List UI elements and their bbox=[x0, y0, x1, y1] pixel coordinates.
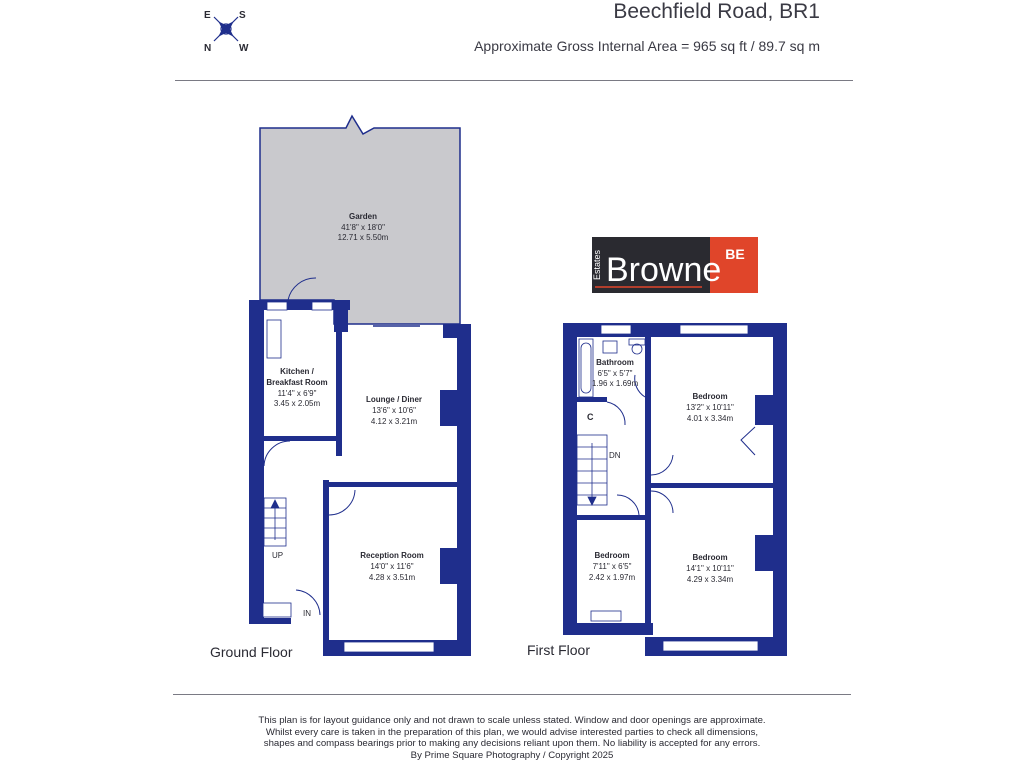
page-title: Beechfield Road, BR1 bbox=[613, 0, 820, 23]
bedroom-front-name: Bedroom bbox=[692, 553, 727, 562]
bathroom-name: Bathroom bbox=[596, 358, 634, 367]
bathroom-imperial: 6'5" x 5'7" bbox=[598, 369, 633, 378]
disclaimer-line: Whilst every care is taken in the prepar… bbox=[265, 726, 759, 738]
garden-name: Garden bbox=[349, 212, 377, 221]
room-bathroom: Bathroom 6'5" x 5'7" 1.96 x 1.69m bbox=[592, 358, 639, 388]
estate-agent-logo: Estates Browne BE bbox=[592, 237, 758, 293]
bedroom-rear-imperial: 13'2" x 10'11" bbox=[686, 403, 734, 412]
header-divider bbox=[175, 80, 853, 81]
ground-stairs-icon bbox=[263, 497, 287, 547]
bedroom-front-imperial: 14'1" x 10'11" bbox=[686, 564, 734, 573]
kitchen-metric: 3.45 x 2.05m bbox=[274, 399, 321, 408]
first-stairs-icon bbox=[576, 434, 608, 506]
bedroom-small-metric: 2.42 x 1.97m bbox=[589, 573, 636, 582]
bedroom-front-metric: 4.29 x 3.34m bbox=[687, 575, 734, 584]
bedroom-small-name: Bedroom bbox=[594, 551, 629, 560]
reception-name: Reception Room bbox=[360, 551, 424, 560]
lounge-name: Lounge / Diner bbox=[366, 395, 422, 404]
room-lounge: Lounge / Diner 13'6" x 10'6" 4.12 x 3.21… bbox=[366, 395, 422, 426]
room-bedroom-front: Bedroom 14'1" x 10'11" 4.29 x 3.34m bbox=[686, 553, 734, 584]
disclaimer-line: shapes and compass bearings prior to mak… bbox=[263, 738, 761, 750]
reception-metric: 4.28 x 3.51m bbox=[369, 573, 416, 582]
entrance-label: IN bbox=[303, 609, 311, 618]
first-floor-label: First Floor bbox=[527, 642, 590, 658]
stairs-up-label: UP bbox=[272, 551, 283, 560]
kitchen-name: Kitchen / bbox=[280, 367, 315, 376]
room-bedroom-small: Bedroom 7'11" x 6'5" 2.42 x 1.97m bbox=[589, 551, 636, 582]
kitchen-name-line2: Breakfast Room bbox=[266, 378, 327, 387]
stairs-down-label: DN bbox=[609, 451, 621, 460]
room-reception: Reception Room 14'0" x 11'6" 4.28 x 3.51… bbox=[360, 551, 424, 582]
disclaimer: This plan is for layout guidance only an… bbox=[170, 715, 854, 761]
logo-badge-text: BE bbox=[725, 246, 744, 262]
bedroom-rear-name: Bedroom bbox=[692, 392, 727, 401]
bedroom-small-imperial: 7'11" x 6'5" bbox=[593, 562, 632, 571]
ground-floor-label: Ground Floor bbox=[210, 644, 293, 660]
lounge-metric: 4.12 x 3.21m bbox=[371, 417, 418, 426]
garden-imperial: 41'8" x 18'0" bbox=[341, 223, 385, 232]
compass-north-label: N bbox=[204, 43, 211, 54]
room-bedroom-rear: Bedroom 13'2" x 10'11" 4.01 x 3.34m bbox=[686, 392, 734, 423]
ground-floor-plan: Garden 41'8" x 18'0" 12.71 x 5.50m Kitch… bbox=[249, 114, 471, 656]
kitchen-imperial: 11'4" x 6'9" bbox=[278, 389, 317, 398]
logo-sub-text: Estates bbox=[592, 249, 602, 280]
room-garden: Garden 41'8" x 18'0" 12.71 x 5.50m bbox=[338, 212, 389, 242]
gross-area-text: Approximate Gross Internal Area = 965 sq… bbox=[474, 38, 820, 54]
cupboard-label: C bbox=[587, 412, 594, 422]
bathroom-metric: 1.96 x 1.69m bbox=[592, 379, 639, 388]
compass-east-label: E bbox=[204, 10, 211, 21]
bedroom-rear-metric: 4.01 x 3.34m bbox=[687, 414, 734, 423]
first-floor-plan: Bathroom 6'5" x 5'7" 1.96 x 1.69m Bedroo… bbox=[563, 323, 787, 656]
disclaimer-line: This plan is for layout guidance only an… bbox=[258, 715, 766, 726]
copyright-line: By Prime Square Photography / Copyright … bbox=[410, 749, 614, 761]
compass-west-label: W bbox=[239, 43, 249, 54]
compass-rose-icon: E S N W bbox=[204, 10, 249, 54]
footer-divider bbox=[173, 694, 851, 695]
lounge-imperial: 13'6" x 10'6" bbox=[372, 406, 416, 415]
ground-floor-walls bbox=[249, 300, 471, 656]
compass-south-label: S bbox=[239, 10, 246, 21]
reception-imperial: 14'0" x 11'6" bbox=[370, 562, 413, 571]
logo-brand-text: Browne bbox=[606, 251, 721, 289]
room-kitchen: Kitchen / Breakfast Room 11'4" x 6'9" 3.… bbox=[266, 367, 327, 408]
garden-metric: 12.71 x 5.50m bbox=[338, 233, 389, 242]
